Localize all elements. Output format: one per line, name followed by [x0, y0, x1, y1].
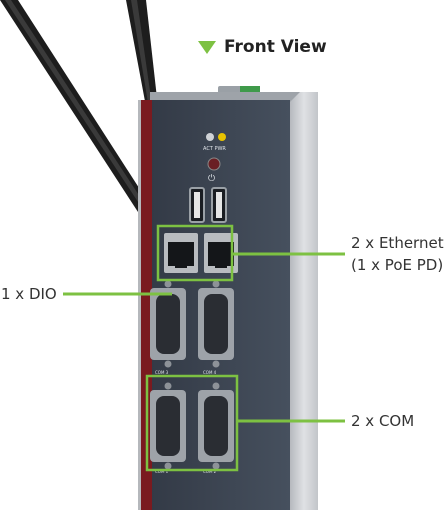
com-highlight-box: [145, 374, 239, 472]
com-label: COM 1: [155, 469, 169, 474]
ethernet-callout-line2: (1 x PoE PD): [351, 256, 444, 274]
usb-ports: [189, 187, 227, 223]
pwr-led-icon: [218, 133, 226, 141]
com-label: COM 4: [203, 370, 217, 375]
com-connectors: COM 1 COM 2: [150, 382, 234, 474]
dio-connectors: COM 3 COM 4: [150, 280, 234, 375]
com-callout: 2 x COM: [351, 412, 415, 430]
power-button-icon: [207, 157, 221, 171]
heading-text: Front View: [224, 37, 327, 57]
ethernet-callout-line1: 2 x Ethernet: [351, 234, 444, 252]
com-label: COM 2: [203, 469, 217, 474]
dio-callout: 1 x DIO: [1, 285, 57, 303]
red-stripe: [140, 100, 152, 510]
chassis-side: [290, 92, 318, 510]
ethernet-ports: [164, 233, 238, 273]
led-labels: ACT PWR: [203, 146, 226, 152]
power-symbol-icon: ⏻: [208, 173, 215, 184]
chassis-top: [150, 92, 300, 102]
triangle-down-icon: [198, 40, 216, 54]
front-view-heading: Front View: [198, 36, 327, 58]
act-led-icon: [206, 133, 214, 141]
com-label: COM 3: [155, 370, 169, 375]
